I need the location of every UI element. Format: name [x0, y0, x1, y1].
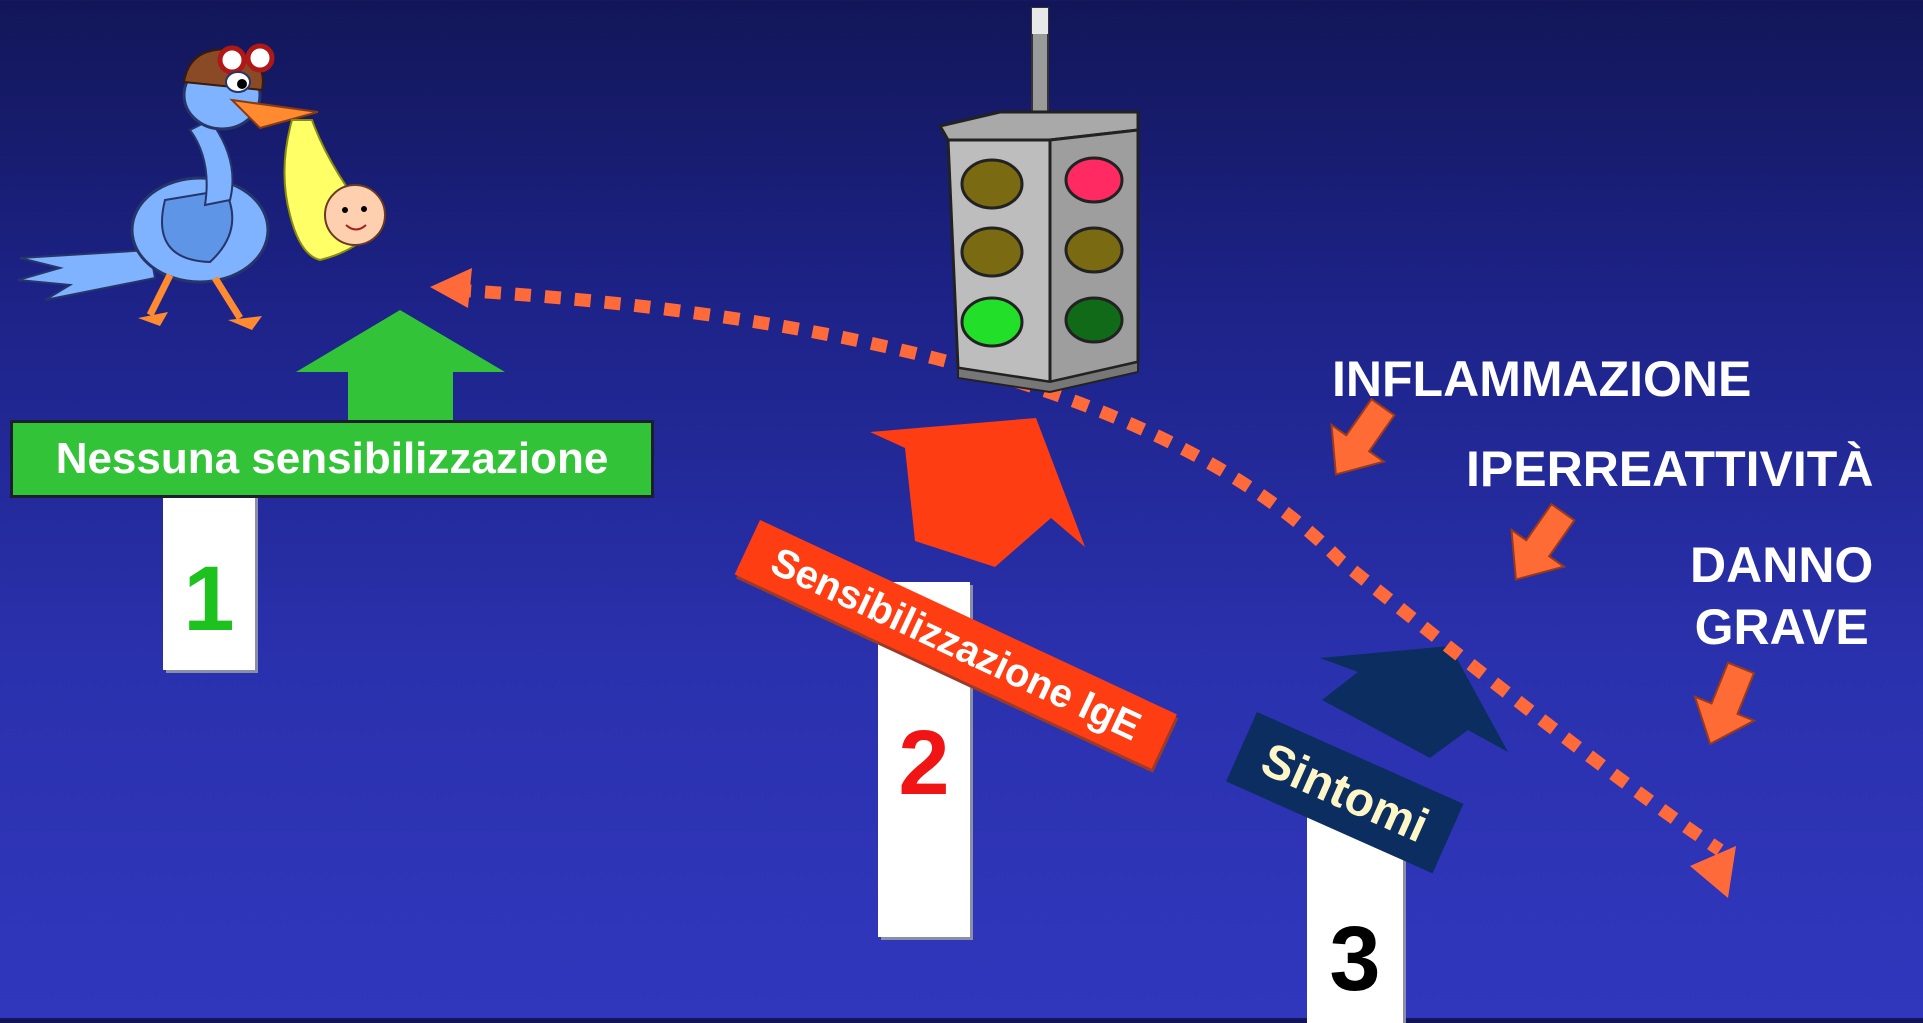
stork-with-baby-icon	[17, 43, 386, 330]
step-1-arrow	[296, 310, 505, 425]
effect-damage: DANNO GRAVE	[1690, 534, 1873, 658]
traffic-light-icon	[937, 7, 1140, 394]
dotted-arrow-head-left	[430, 268, 472, 308]
step-1-post: 1	[163, 495, 255, 670]
effect-inflammation: INFLAMMAZIONE	[1332, 351, 1752, 407]
effect-arrow-inflammation	[1330, 397, 1396, 476]
step-3-arrow	[1320, 646, 1508, 758]
step-3-number: 3	[1329, 908, 1381, 1010]
effect-arrow-hyperreactivity	[1510, 502, 1576, 581]
effect-hyperreactivity: IPERREATTIVITÀ	[1466, 441, 1874, 497]
step-2-number: 2	[898, 712, 950, 814]
effect-arrow-damage	[1693, 661, 1757, 746]
step-2-arrow	[870, 418, 1085, 567]
step-1-label: Nessuna sensibilizzazione	[10, 420, 654, 498]
effect-damage-line-1: DANNO	[1690, 537, 1874, 593]
effect-damage-line-2: GRAVE	[1694, 599, 1869, 655]
step-1-number: 1	[183, 548, 235, 650]
dotted-arrow-head-right	[1690, 846, 1736, 898]
